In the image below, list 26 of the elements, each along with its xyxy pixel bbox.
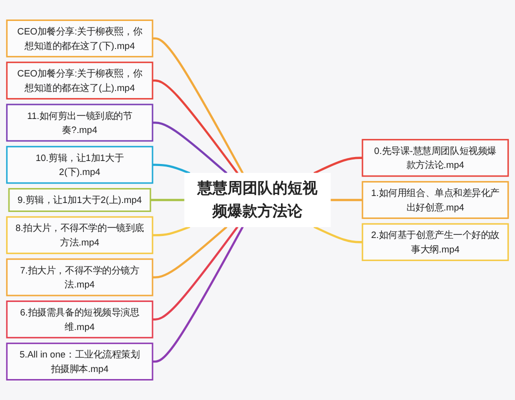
node-box — [6, 300, 154, 338]
connector — [152, 226, 228, 278]
node-box — [6, 62, 154, 100]
connector — [330, 198, 362, 202]
connector — [314, 226, 362, 244]
node-box — [6, 146, 154, 184]
node-box — [362, 223, 509, 262]
connector — [152, 226, 244, 363]
node-box — [6, 342, 154, 380]
connector — [152, 80, 238, 174]
node-box — [362, 181, 509, 219]
node-box — [6, 104, 154, 142]
connector — [152, 226, 238, 320]
node-box — [6, 258, 154, 296]
node-box — [6, 216, 154, 254]
connector — [150, 198, 185, 202]
connector — [152, 37, 244, 174]
node-box — [184, 172, 331, 228]
connector — [152, 122, 228, 174]
connector — [152, 226, 190, 236]
node-box — [6, 20, 154, 58]
connector — [152, 164, 190, 174]
connector — [314, 156, 362, 174]
mind-map: 慧慧周团队的短视频爆款方法论 CEO加餐分享:关于柳夜熙，你想知道的都在这了(下).mp4 CEO加餐分享:关于柳夜熙，你想知道的都在这了(上).mp4 11.如何剪出一镜到底的节奏?.mp4 10.剪辑，让1加1大于2(下).mp4 9.剪辑，让1加1大于2(上).mp4 8.拍大片，不得不学的一镜到底方法.mp4 7.拍大片，不得不学的分镜方法.mp4 6.拍摄需具备的短视频导演思维.mp4 5.All in one：工业化流程策划拍摄脚本.mp4 0.先导课-慧慧周团队短视频爆款方法论.mp4 1.如何用组合、单点和差异化产出好创意.mp4 2.如何基于创意产生一个好的故事大纲.mp4 — [4, 4, 511, 396]
node-box — [8, 188, 152, 212]
node-box — [362, 138, 509, 177]
